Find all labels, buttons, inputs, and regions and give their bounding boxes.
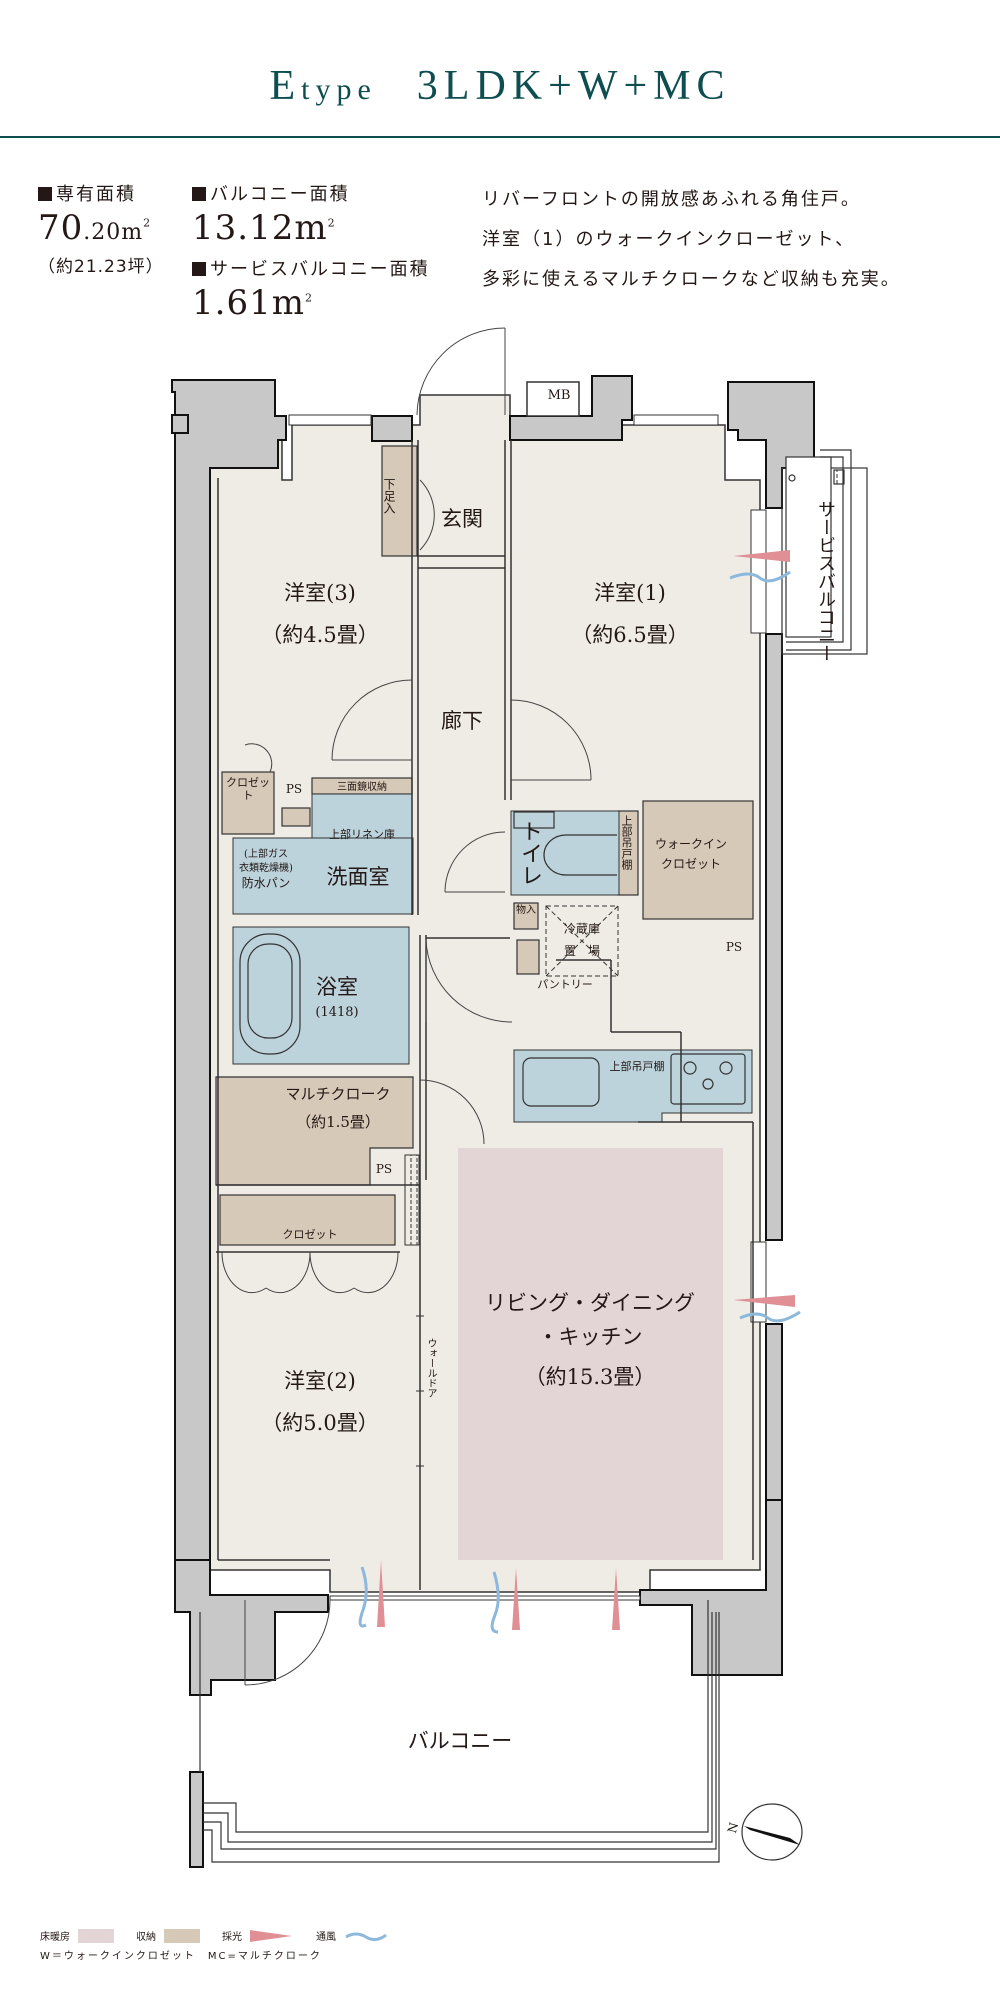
legend-floor-heating-label: 床暖房	[40, 1932, 70, 1943]
fridge-space	[545, 905, 619, 977]
svg-text:N: N	[725, 1821, 741, 1835]
balcony-area-value: 13.12m2	[192, 208, 336, 248]
lighting-indicators	[377, 550, 795, 1630]
balcony-railing	[199, 1600, 720, 1863]
wet-areas	[232, 793, 753, 1123]
compass-icon: N	[725, 1803, 803, 1861]
upper-cabinet-label-kitchen: 上部吊戸棚	[609, 1060, 665, 1073]
upper-cabinet-label-toilet: 上部吊戸棚	[620, 815, 633, 870]
legend-floor-heating-swatch	[78, 1928, 114, 1943]
legend-lighting-label: 採光	[222, 1932, 242, 1943]
exclusive-area-tsubo: （約21.23坪）	[38, 257, 164, 277]
legend-note: W＝ウォークインクロゼット MC=マルチクローク	[40, 1951, 322, 1962]
entrance-door	[416, 327, 506, 416]
room-multi-cloak: マルチクローク（約1.5畳）	[285, 1085, 391, 1131]
type-letter: E	[269, 63, 302, 109]
exterior-walls	[171, 375, 815, 1868]
door-swings	[221, 479, 592, 1686]
ps-label-3: PS	[375, 1162, 393, 1176]
exclusive-area-value: 70.20m2	[38, 208, 152, 248]
toilet-bowl	[513, 811, 617, 876]
room-bath: 浴室(1418)	[315, 975, 359, 1020]
description-line: 多彩に使えるマルチクロークなど収納も充実。	[482, 269, 901, 290]
room-walk-in-closet: ウォークインクロゼット	[654, 837, 727, 871]
layout-code: 3LDK+W+MC	[416, 63, 731, 109]
kitchen-fixtures	[522, 1053, 746, 1107]
room-western-2: 洋室(2)（約5.0畳）	[261, 1369, 379, 1435]
room-balcony: バルコニー	[407, 1729, 513, 1753]
room-hallway: 廊下	[441, 709, 483, 733]
ps-label-1: PS	[285, 782, 303, 796]
room-western-3: 洋室(3)（約4.5畳）	[261, 581, 379, 647]
exclusive-area-label: 専有面積	[38, 180, 136, 206]
fridge-space-label: 冷蔵庫置 場	[563, 922, 600, 958]
interior-walls	[216, 440, 754, 1590]
ps-shaft	[404, 1154, 420, 1246]
bathtub	[239, 933, 301, 1055]
type-word: type	[301, 73, 377, 106]
closet-label: クロゼット	[282, 1228, 338, 1241]
pantry-label: パントリー	[537, 978, 593, 991]
legend: 床暖房 収納 採光 通風 W＝ウォークインクロゼット MC=マルチクローク	[40, 1928, 388, 1962]
mb-box	[526, 381, 580, 417]
wall-door-label: ウォールドア	[425, 1338, 436, 1398]
three-mirror-storage-label: 三面鏡収納	[337, 782, 387, 793]
balcony-area-label: バルコニー面積	[192, 180, 350, 206]
floor-heating-area	[458, 1148, 723, 1560]
plan-title: Etype 3LDK+W+MC	[0, 62, 1000, 110]
header-divider	[0, 136, 1000, 138]
room-ldk: リビング・ダイニング・キッチン（約15.3畳）	[485, 1291, 695, 1389]
storage-areas	[215, 445, 754, 1246]
storage-label: 物入	[516, 905, 536, 916]
service-balcony-area-label: サービスバルコニー面積	[192, 255, 430, 281]
room-washroom: 洗面室	[326, 865, 390, 889]
lighting-arrow-icon	[250, 1929, 292, 1942]
ventilation-indicators	[358, 570, 801, 1634]
dryer-label: (上部ガス衣類乾燥機)防水パン	[239, 849, 293, 890]
room-toilet: トイレ	[517, 820, 542, 886]
legend-ventilation-label: 通風	[316, 1932, 336, 1943]
small-closet-label: クロゼット	[226, 776, 270, 802]
room-entrance: 玄関	[441, 507, 483, 531]
wall-door-ticks	[416, 1315, 424, 1467]
description-line: 洋室（1）のウォークインクローゼット、	[482, 229, 856, 250]
linen-storage-label: 上部リネン庫	[329, 828, 395, 841]
service-balcony-area-value: 1.61m2	[192, 283, 313, 323]
description: リバーフロントの開放感あふれる角住戸。 洋室（1）のウォークインクローゼット、 …	[482, 180, 901, 300]
legend-storage-label: 収納	[136, 1932, 156, 1943]
ventilation-wave-icon	[345, 1932, 387, 1941]
description-line: リバーフロントの開放感あふれる角住戸。	[482, 189, 861, 210]
legend-storage-swatch	[164, 1928, 200, 1943]
room-western-1: 洋室(1)（約6.5畳）	[571, 581, 689, 647]
shoe-storage-label: 下足入	[382, 478, 396, 514]
room-service-balcony: サービスバルコニー	[815, 500, 836, 662]
ps-label-2: PS	[725, 940, 743, 954]
mb-label: MB	[547, 388, 571, 403]
